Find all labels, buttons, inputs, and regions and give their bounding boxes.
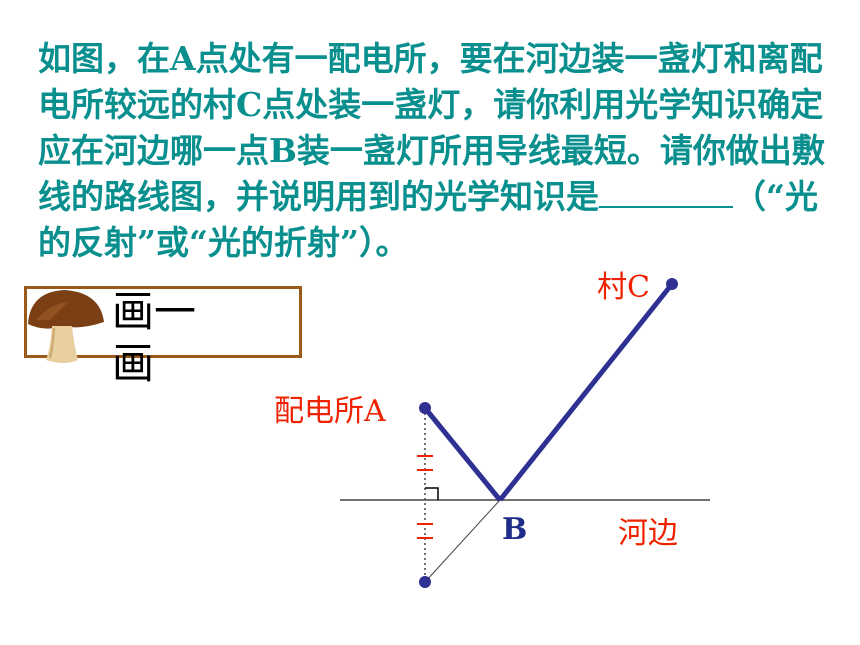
image-line — [424, 499, 501, 583]
right-angle-mark — [425, 487, 439, 500]
path-a-b — [423, 406, 502, 502]
label-river: 河边 — [618, 516, 678, 551]
point-a — [419, 402, 431, 414]
label-station: 配电所A — [274, 394, 386, 429]
label-point-b: B — [502, 512, 528, 547]
mushroom-icon — [28, 290, 104, 363]
point-a-image — [419, 576, 431, 588]
answer-blank[interactable] — [599, 176, 733, 208]
problem-text: 如图，在A点处有一配电所，要在河边装一盏灯和离配电所较远的村C点处装一盏灯，请你… — [38, 36, 848, 266]
path-b-c — [498, 282, 674, 502]
problem-text-part1: 如图，在A点处有一配电所，要在河边装一盏灯和离配电所较远的村C点处装一盏灯，请你… — [38, 39, 825, 216]
label-village: 村C — [597, 270, 650, 305]
problem-text-part2: （“光的反射”或“光的折射”）。 — [38, 177, 818, 262]
draw-button-label: 画一画 — [112, 287, 197, 388]
point-c — [666, 278, 678, 290]
